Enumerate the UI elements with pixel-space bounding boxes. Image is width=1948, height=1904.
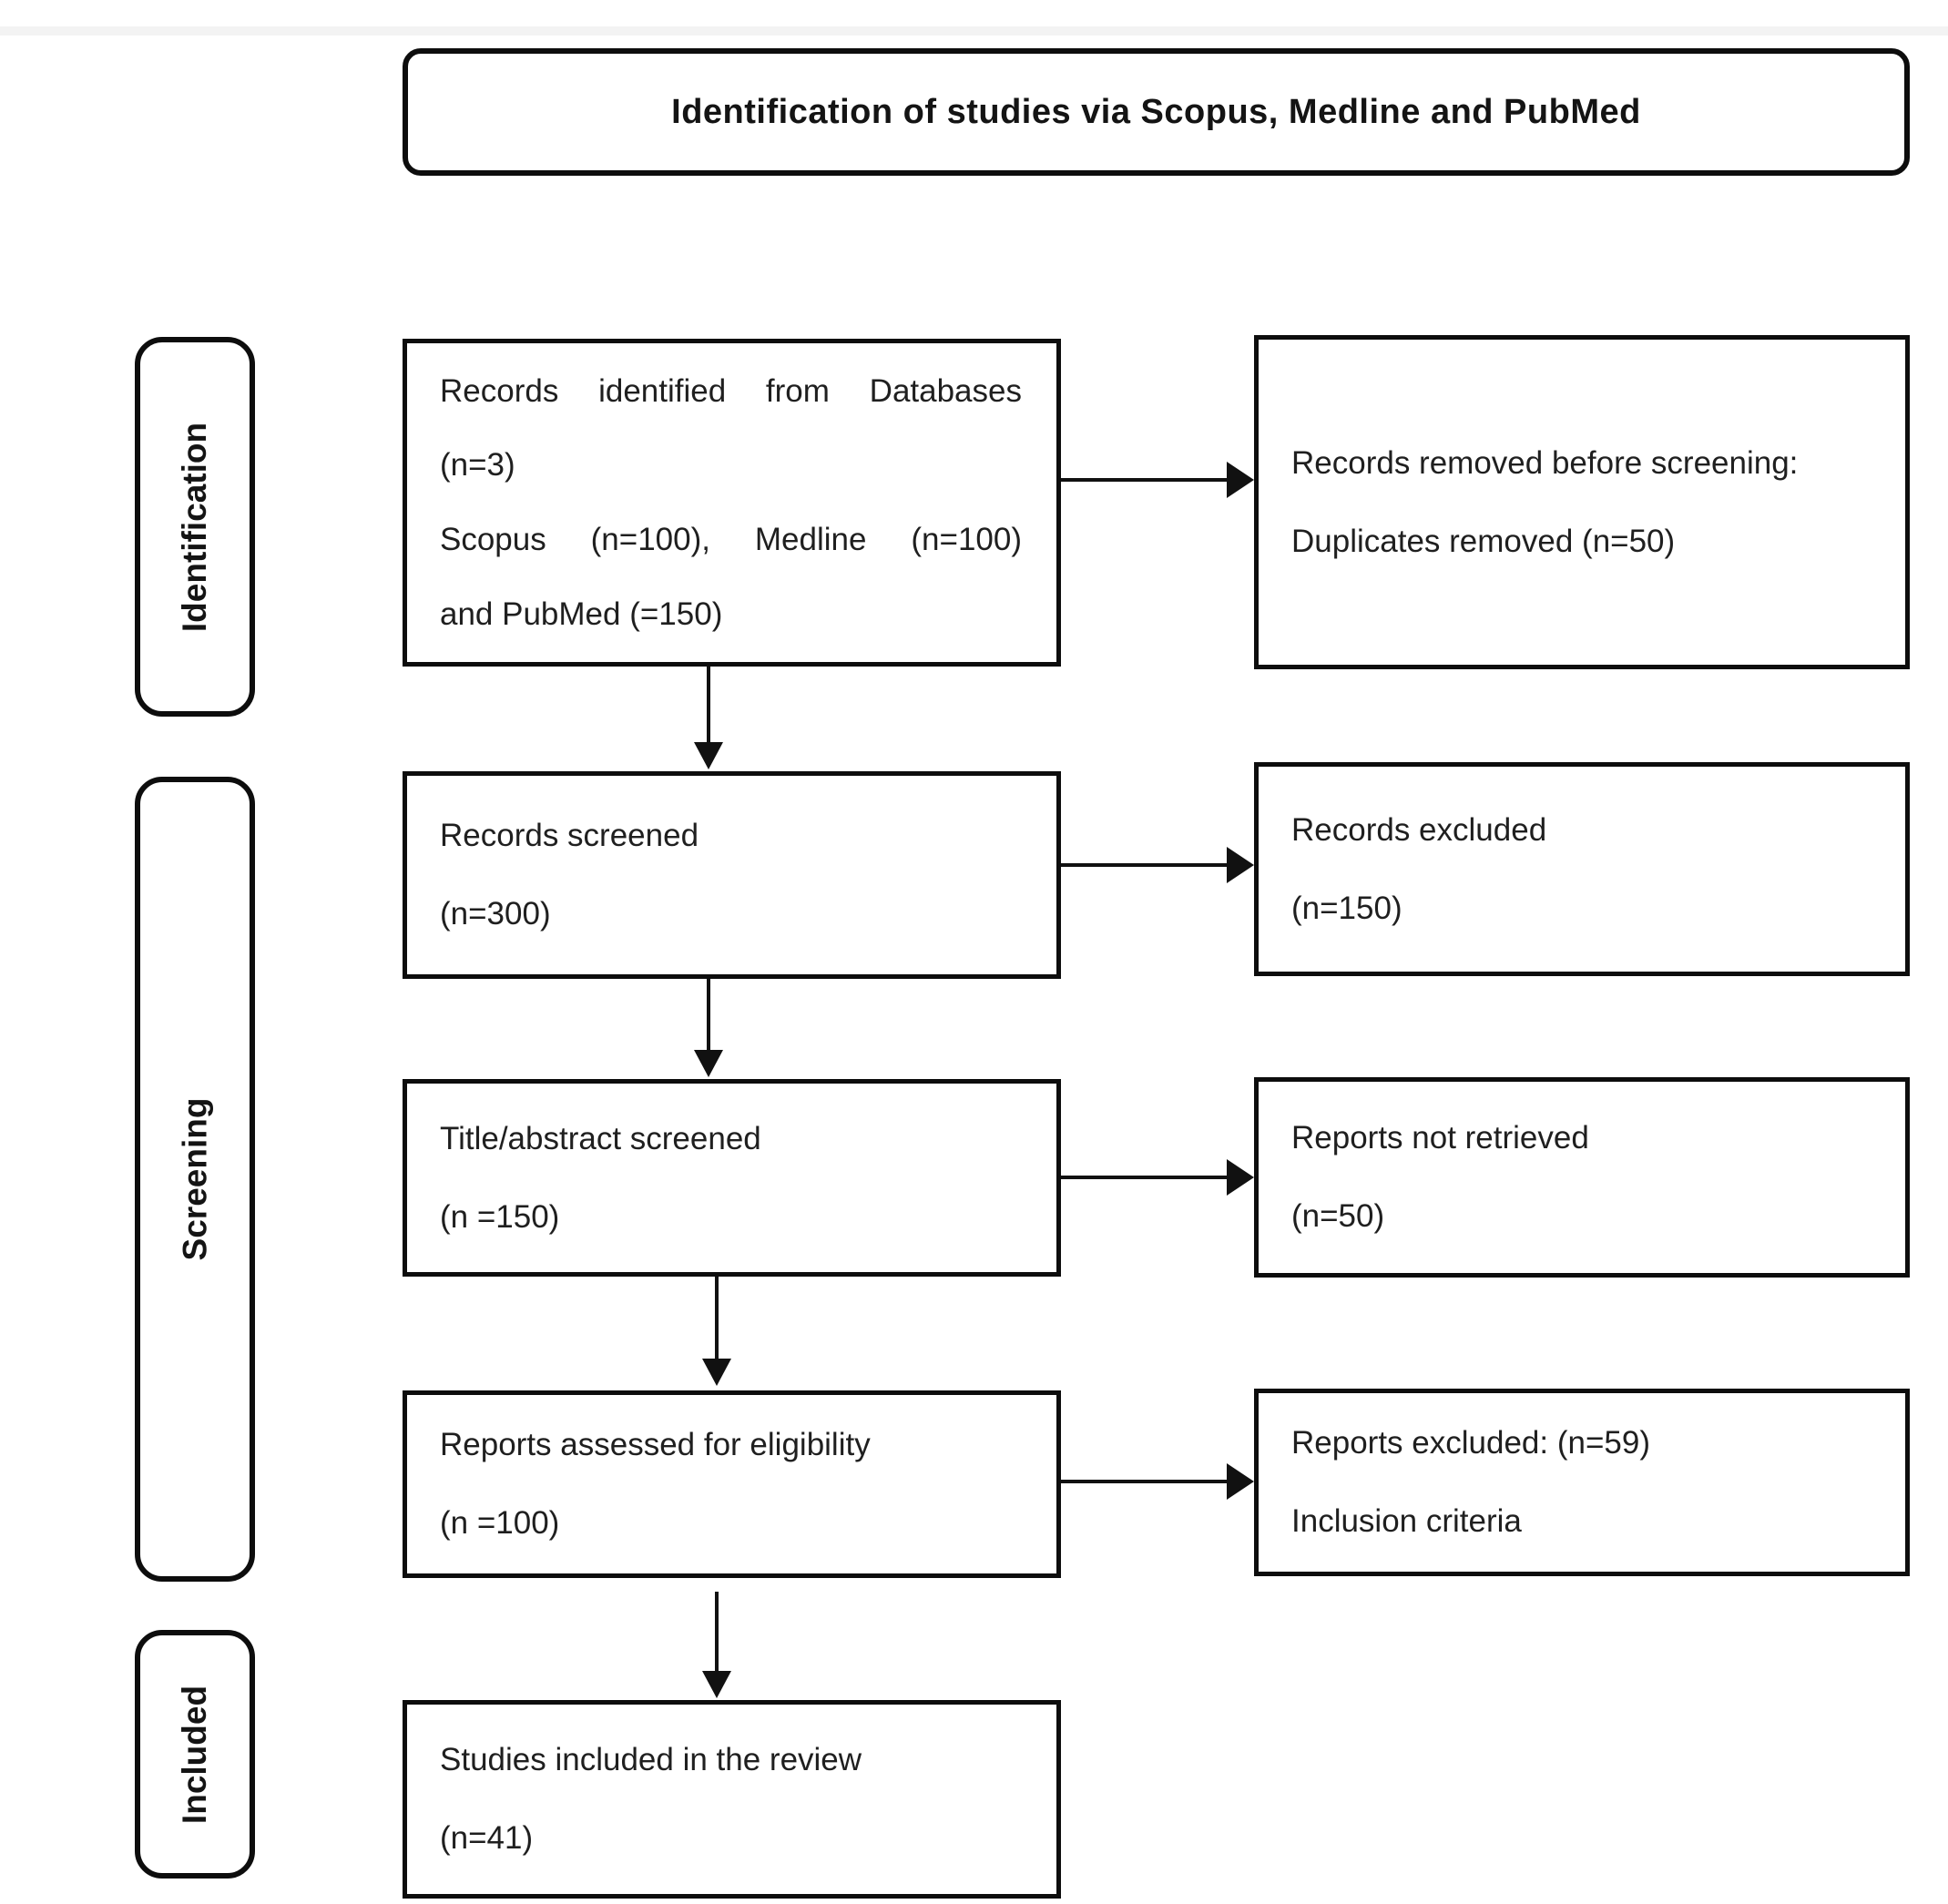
box-reports-not-retrieved-line-1: Reports not retrieved [1291, 1120, 1589, 1156]
box-records-excluded-line-1: Records excluded [1291, 811, 1547, 848]
box-reports-assessed: Reports assessed for eligibility (n =100… [403, 1390, 1061, 1578]
stage-screening: Screening [135, 777, 255, 1582]
header-box: Identification of studies via Scopus, Me… [403, 48, 1910, 176]
stage-identification-label: Identification [176, 422, 214, 632]
header-title: Identification of studies via Scopus, Me… [671, 92, 1641, 131]
box-reports-excluded-line-1: Reports excluded: (n=59) [1291, 1425, 1650, 1461]
box-reports-not-retrieved-line-2: (n=50) [1291, 1198, 1385, 1234]
stage-included: Included [135, 1630, 255, 1879]
box-records-identified-line-2: (n=3) [440, 447, 515, 484]
stage-included-label: Included [176, 1685, 213, 1824]
box-records-screened-line-1: Records screened [440, 818, 699, 854]
box-records-removed: Records removed before screening: Duplic… [1254, 335, 1910, 669]
arrow-screened-to-title-abstract [694, 979, 723, 1077]
box-records-removed-line-1: Records removed before screening: [1291, 444, 1799, 481]
arrow-assessed-to-included [702, 1592, 731, 1698]
stage-identification: Identification [135, 337, 255, 717]
box-records-excluded: Records excluded (n=150) [1254, 762, 1910, 976]
arrow-screened-to-excluded [1061, 847, 1254, 883]
box-records-identified-line-3: Scopus (n=100), Medline (n=100) [440, 522, 1022, 557]
box-reports-excluded-line-2: Inclusion criteria [1291, 1503, 1522, 1539]
box-records-identified: Records identified from Databases (n=3) … [403, 339, 1061, 667]
top-strip [0, 26, 1948, 36]
box-records-removed-line-2: Duplicates removed (n=50) [1291, 523, 1676, 559]
box-studies-included: Studies included in the review (n=41) [403, 1700, 1061, 1899]
box-records-screened-line-2: (n=300) [440, 896, 551, 932]
box-reports-assessed-line-1: Reports assessed for eligibility [440, 1427, 871, 1463]
arrow-identified-to-screened [694, 667, 723, 769]
arrow-identified-to-removed [1061, 462, 1254, 498]
box-records-identified-line-4: and PubMed (=150) [440, 596, 723, 632]
arrow-title-abstract-to-assessed [702, 1277, 731, 1386]
box-studies-included-line-2: (n=41) [440, 1820, 534, 1856]
box-reports-assessed-line-2: (n =100) [440, 1505, 560, 1541]
box-reports-not-retrieved: Reports not retrieved (n=50) [1254, 1077, 1910, 1278]
box-reports-excluded: Reports excluded: (n=59) Inclusion crite… [1254, 1389, 1910, 1576]
arrow-title-abstract-to-not-retrieved [1061, 1159, 1254, 1196]
box-records-identified-line-1: Records identified from Databases [440, 372, 1022, 409]
box-records-screened: Records screened (n=300) [403, 771, 1061, 979]
box-records-excluded-line-2: (n=150) [1291, 890, 1402, 926]
box-studies-included-line-1: Studies included in the review [440, 1742, 862, 1778]
arrow-assessed-to-excluded [1061, 1463, 1254, 1500]
box-title-abstract-screened: Title/abstract screened (n =150) [403, 1079, 1061, 1277]
box-title-abstract-screened-line-1: Title/abstract screened [440, 1120, 761, 1156]
box-title-abstract-screened-line-2: (n =150) [440, 1198, 560, 1235]
stage-screening-label: Screening [176, 1097, 213, 1261]
